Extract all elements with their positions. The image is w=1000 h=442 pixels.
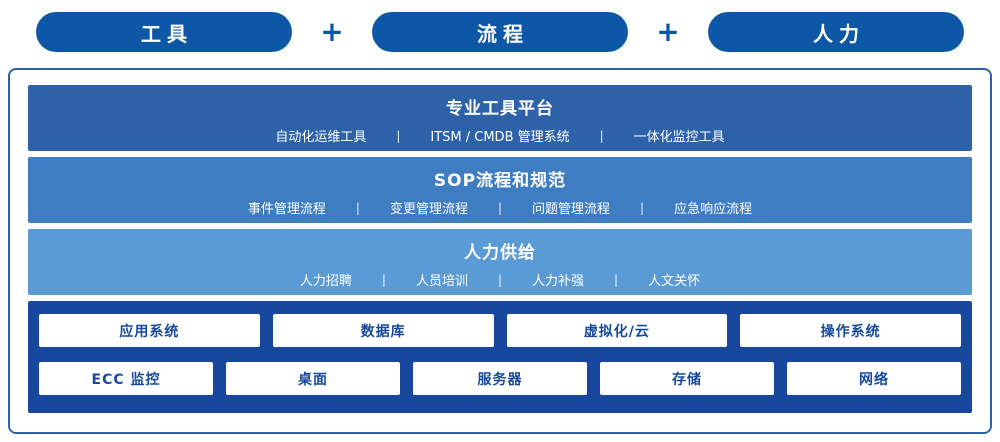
layer-item: 应急响应流程 xyxy=(674,202,753,217)
layer-title: SOP流程和规范 xyxy=(433,171,567,191)
layer-sop-process: SOP流程和规范 事件管理流程 | 变更管理流程 | 问题管理流程 | 应急响应… xyxy=(28,157,972,223)
divider: | xyxy=(614,272,619,287)
foundation-row-1: 应用系统 数据库 虚拟化/云 操作系统 xyxy=(39,314,961,347)
diagram-frame: 专业工具平台 自动化运维工具 | ITSM / CMDB 管理系统 | 一体化监… xyxy=(8,68,992,434)
layer-tool-platform: 专业工具平台 自动化运维工具 | ITSM / CMDB 管理系统 | 一体化监… xyxy=(28,85,972,151)
divider: | xyxy=(640,200,645,215)
layer-item: ITSM / CMDB 管理系统 xyxy=(430,130,570,145)
layer-item: 事件管理流程 xyxy=(247,202,326,217)
layer-item: 人力补强 xyxy=(532,274,585,289)
pill-process-label: 流程 xyxy=(477,21,529,46)
header-row: 工具 + 流程 + 人力 xyxy=(0,0,1000,52)
divider: | xyxy=(599,128,604,143)
divider: | xyxy=(381,272,386,287)
plus-icon: + xyxy=(656,15,680,48)
foundation-section: 应用系统 数据库 虚拟化/云 操作系统 ECC 监控 桌面 服务器 存储 网络 xyxy=(28,301,972,413)
layer-item: 一体化监控工具 xyxy=(633,130,725,145)
layer-item: 人文关怀 xyxy=(648,274,701,289)
foundation-box-storage: 存储 xyxy=(600,362,774,395)
foundation-box-network: 网络 xyxy=(787,362,961,395)
foundation-box-desktop: 桌面 xyxy=(226,362,400,395)
foundation-box-operating-system: 操作系统 xyxy=(740,314,961,347)
layer-item: 问题管理流程 xyxy=(532,202,611,217)
foundation-box-database: 数据库 xyxy=(272,314,494,347)
layer-item: 人力招聘 xyxy=(299,274,352,289)
divider: | xyxy=(396,128,401,143)
pill-people-label: 人力 xyxy=(813,21,865,46)
pill-people: 人力 xyxy=(708,12,964,52)
layer-item: 自动化运维工具 xyxy=(275,130,367,145)
layer-item: 变更管理流程 xyxy=(389,202,468,217)
foundation-box-server: 服务器 xyxy=(413,362,587,395)
layer-manpower-supply: 人力供给 人力招聘 | 人员培训 | 人力补强 | 人文关怀 xyxy=(28,229,972,295)
layer-item: 人员培训 xyxy=(415,274,468,289)
layer-items: 事件管理流程 | 变更管理流程 | 问题管理流程 | 应急响应流程 xyxy=(28,198,972,218)
plus-icon: + xyxy=(320,15,344,48)
foundation-box-app-systems: 应用系统 xyxy=(39,314,260,347)
layer-title: 人力供给 xyxy=(464,243,536,263)
foundation-box-virtualization-cloud: 虚拟化/云 xyxy=(506,314,728,347)
pill-tools: 工具 xyxy=(36,12,292,52)
divider: | xyxy=(497,272,503,287)
layer-title: 专业工具平台 xyxy=(446,99,554,119)
divider: | xyxy=(355,200,360,215)
divider: | xyxy=(497,200,503,215)
pill-tools-label: 工具 xyxy=(141,21,193,46)
layer-items: 人力招聘 | 人员培训 | 人力补强 | 人文关怀 xyxy=(28,270,972,290)
layer-items: 自动化运维工具 | ITSM / CMDB 管理系统 | 一体化监控工具 xyxy=(28,126,972,146)
pill-process: 流程 xyxy=(372,12,628,52)
foundation-box-ecc-monitoring: ECC 监控 xyxy=(39,362,213,395)
foundation-row-2: ECC 监控 桌面 服务器 存储 网络 xyxy=(39,362,961,395)
